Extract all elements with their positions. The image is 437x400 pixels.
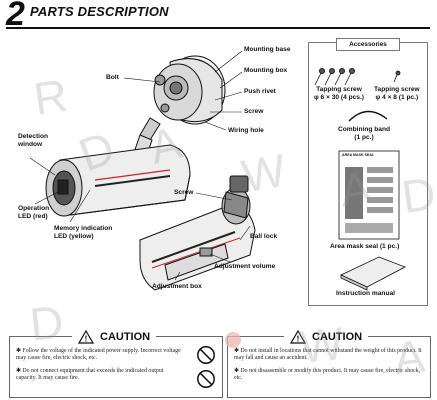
label-screw-bottom: Screw — [174, 189, 194, 196]
caution-item-left-2: ✱ Do not connect equipment that exceeds … — [16, 368, 164, 382]
caution-item-right-1: ✱ Do not install in locations that canno… — [234, 348, 422, 362]
combining-band-icon — [348, 110, 388, 122]
svg-text:!: ! — [85, 334, 88, 343]
label-push-rivet: Push rivet — [244, 88, 276, 95]
area-mask-seal-icon — [338, 150, 400, 240]
caution-title-left: CAUTION — [100, 330, 151, 343]
caution-item-right-2: ✱ Do not disassemble or modify this prod… — [234, 368, 421, 382]
leader-lines — [29, 50, 251, 281]
caution-panel-left: ! CAUTION ✱ Follow the voltage of the in… — [9, 328, 223, 398]
seal-header-text: AREA MASK SEAL — [342, 153, 375, 157]
label-combining-band: Combining band(1 pc.) — [338, 126, 391, 141]
section-title: PARTS DESCRIPTION — [30, 4, 169, 19]
label-screw-top: Screw — [244, 108, 264, 115]
caution-panel-right: ! CAUTION ✱ Do not install in locations … — [227, 328, 431, 398]
section-number: 2 — [6, 0, 25, 33]
caution-header-right: ! CAUTION — [284, 328, 369, 345]
warning-triangle-icon: ! — [78, 329, 94, 344]
bullet-icon: ✱ — [234, 368, 241, 374]
prohibition-icon — [197, 346, 215, 364]
warning-triangle-icon: ! — [290, 329, 306, 344]
header-rule — [6, 27, 430, 29]
label-wiring-hole: Wiring hole — [228, 127, 264, 134]
watermark-dot — [225, 332, 241, 348]
label-adjustment-volume: Adjustment volume — [214, 263, 276, 270]
instruction-manual-icon — [340, 256, 406, 291]
camera-detail-drawing — [139, 175, 256, 291]
label-mounting-base: Mounting base — [244, 46, 291, 53]
svg-text:!: ! — [297, 334, 300, 343]
caution-item-left-1: ✱ Follow the voltage of the indicated po… — [16, 348, 181, 362]
camera-illustration — [29, 50, 256, 291]
mounting-base-drawing — [139, 55, 226, 141]
label-ball-lock: Ball lock — [250, 233, 278, 240]
label-instruction-manual: Instruction manual — [336, 290, 395, 297]
accessories-drawings — [314, 67, 406, 291]
label-mounting-box: Mounting box — [244, 67, 288, 74]
accessories-title: Accessories — [336, 38, 400, 51]
bullet-icon: ✱ — [234, 348, 241, 354]
camera-body-drawing — [45, 144, 191, 217]
caution-header-left: ! CAUTION — [72, 328, 157, 345]
bullet-icon: ✱ — [16, 348, 23, 354]
label-area-mask-seal: Area mask seal (1 pc.) — [330, 243, 400, 250]
prohibition-icon — [197, 370, 215, 388]
tapping-screw-large-icon — [314, 67, 356, 86]
caution-title-right: CAUTION — [312, 330, 363, 343]
bullet-icon: ✱ — [16, 368, 23, 374]
tapping-screw-small-icon — [393, 70, 401, 83]
label-bolt: Bolt — [106, 74, 119, 81]
label-adjustment-box: Adjustment box — [152, 283, 202, 290]
